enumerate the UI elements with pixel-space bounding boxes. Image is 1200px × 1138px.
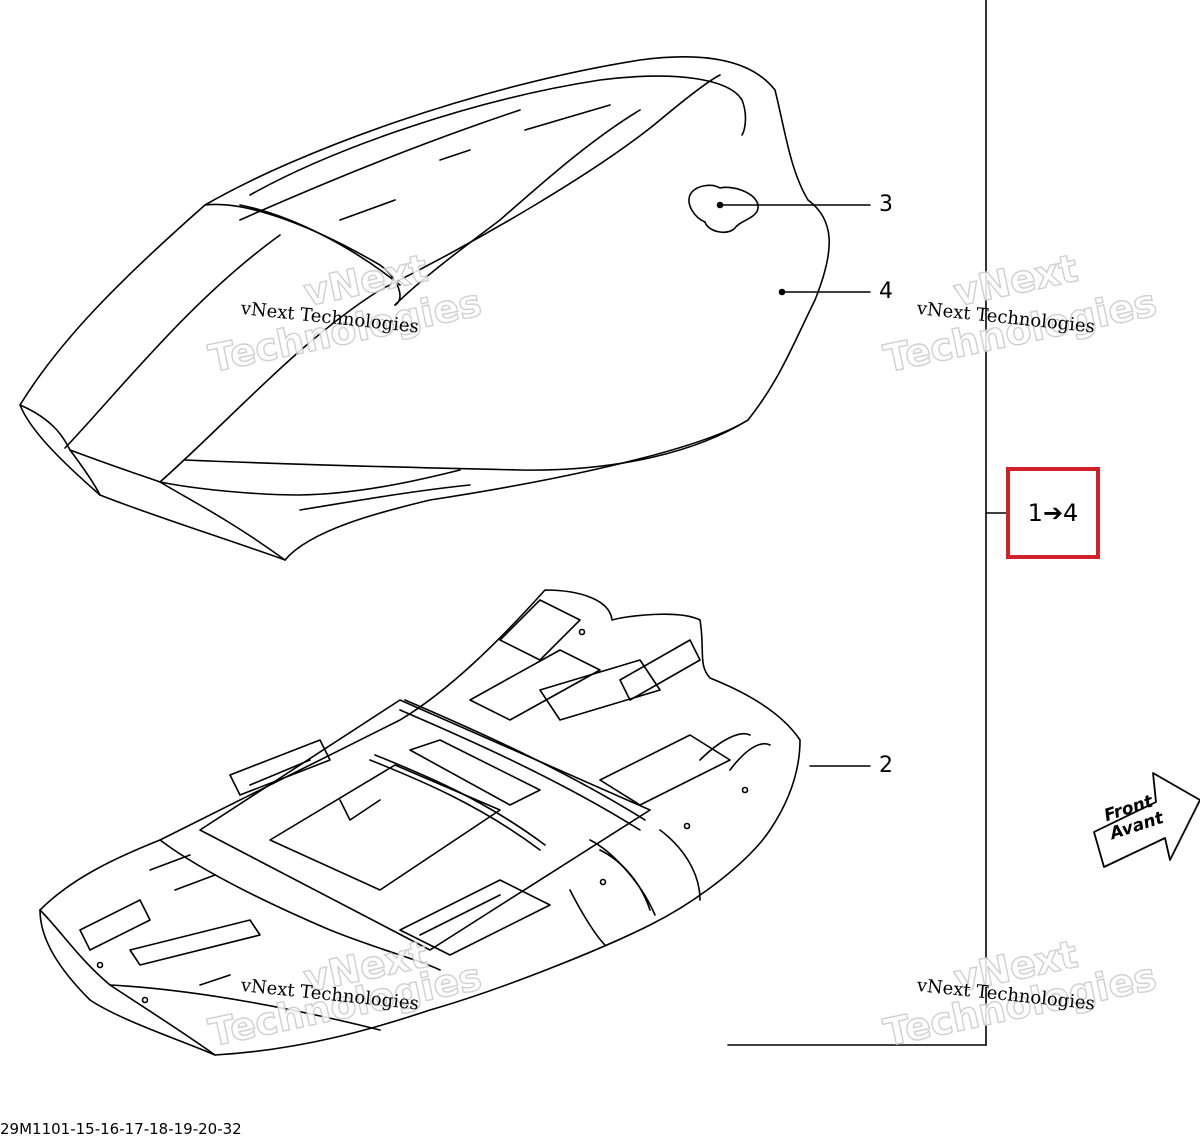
seat-cover-drawing [19,56,831,561]
emblem-cap [688,184,759,234]
reference-highlight-box: 1➔4 [1006,467,1100,559]
callout-2: 2 [879,753,893,778]
seat-cover-outline [19,56,831,561]
callout-4: 4 [879,279,893,304]
seat-base-outline [39,589,801,1056]
seat-base-drawing [39,589,801,1056]
front-arrow-icon [1093,772,1200,868]
reference-label: 1➔4 [1027,499,1079,527]
callout-3: 3 [879,192,893,217]
drawing-id-label: 29M1101-15-16-17-18-19-20-32 [0,1120,242,1138]
